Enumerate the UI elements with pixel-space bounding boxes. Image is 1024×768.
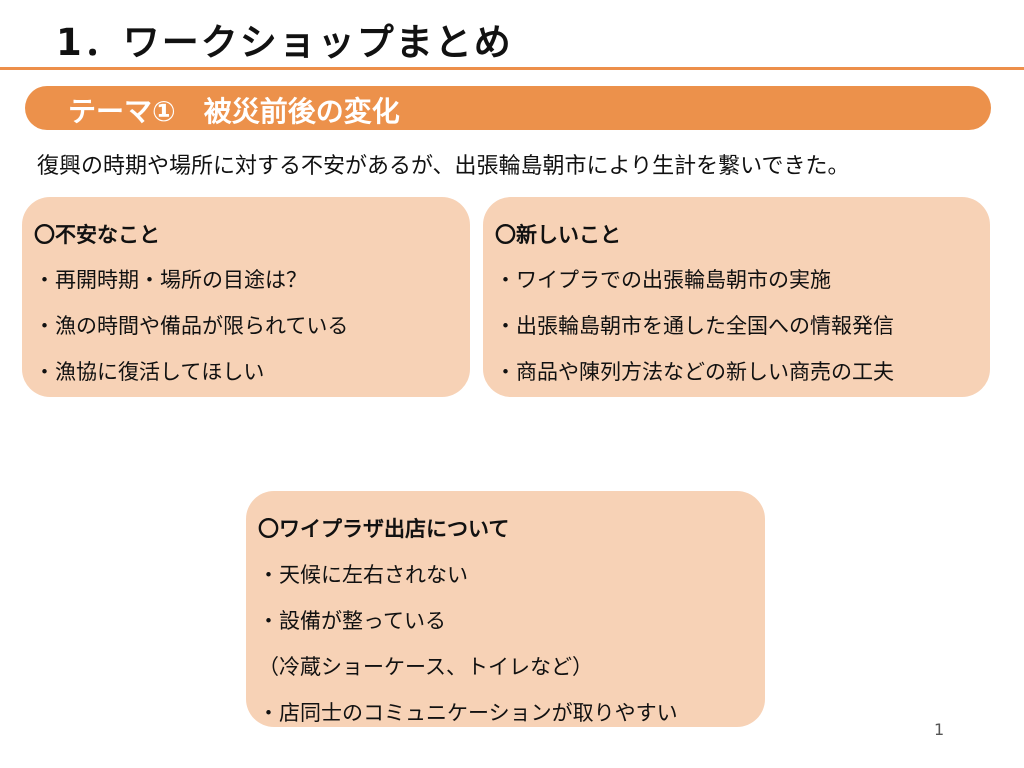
new-things-box: 〇新しいこと ・ワイプラでの出張輪島朝市の実施 ・出張輪島朝市を通した全国への情… [483,197,990,397]
list-item: ・ワイプラでの出張輪島朝市の実施 [495,268,831,292]
anxieties-box: 〇不安なこと ・再開時期・場所の目途は？ ・漁の時間や備品が限られている ・漁協… [22,197,470,397]
list-item: （冷蔵ショーケース、トイレなど） [258,655,593,679]
wiplaza-box: 〇ワイプラザ出店について ・天候に左右されない ・設備が整っている （冷蔵ショー… [246,491,765,727]
box-heading: 〇新しいこと [495,223,621,247]
list-item: ・再開時期・場所の目途は？ [34,268,307,292]
slide-title: 1．ワークショップまとめ [56,21,513,64]
list-item: ・出張輪島朝市を通した全国への情報発信 [495,314,894,338]
summary-text: 復興の時期や場所に対する不安があるが、出張輪島朝市により生計を繋いできた。 [37,154,850,179]
theme-banner: テーマ① 被災前後の変化 [25,86,991,130]
list-item: ・設備が整っている [258,609,446,633]
page-number: 1 [934,720,945,739]
box-heading: 〇ワイプラザ出店について [258,517,510,541]
title-divider [0,67,1024,70]
box-heading: 〇不安なこと [34,223,160,247]
theme-banner-text: テーマ① 被災前後の変化 [68,95,400,128]
list-item: ・店同士のコミュニケーションが取りやすい [258,701,678,725]
list-item: ・商品や陳列方法などの新しい商売の工夫 [495,360,894,384]
list-item: ・漁の時間や備品が限られている [34,314,349,338]
list-item: ・漁協に復活してほしい [34,360,265,384]
list-item: ・天候に左右されない [258,563,468,587]
